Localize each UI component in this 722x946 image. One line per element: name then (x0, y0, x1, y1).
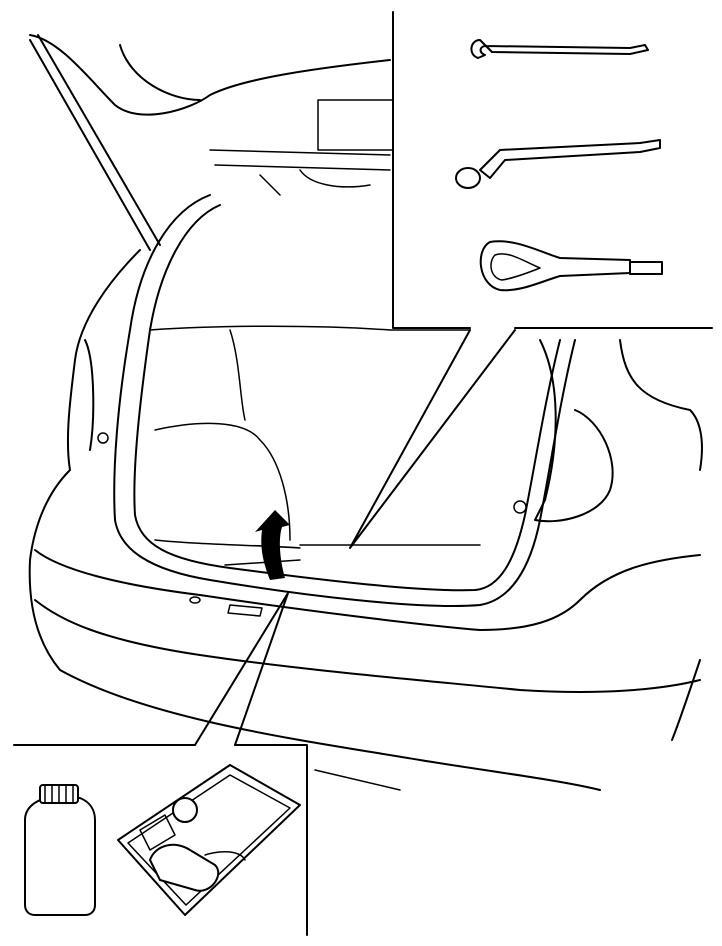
lift-arrow-icon (255, 510, 290, 580)
wheel-nut-wrench-icon (455, 139, 661, 189)
car-rear-open-trunk (28, 34, 703, 791)
jack-handle-hook-icon (470, 39, 649, 59)
towing-hook-icon (479, 240, 663, 292)
tools-inset (392, 11, 713, 329)
callout-lines (194, 329, 516, 746)
sealant-bottle-icon (24, 784, 96, 916)
repair-kit-case-icon (117, 764, 301, 916)
repair-kit-inset (13, 744, 308, 936)
